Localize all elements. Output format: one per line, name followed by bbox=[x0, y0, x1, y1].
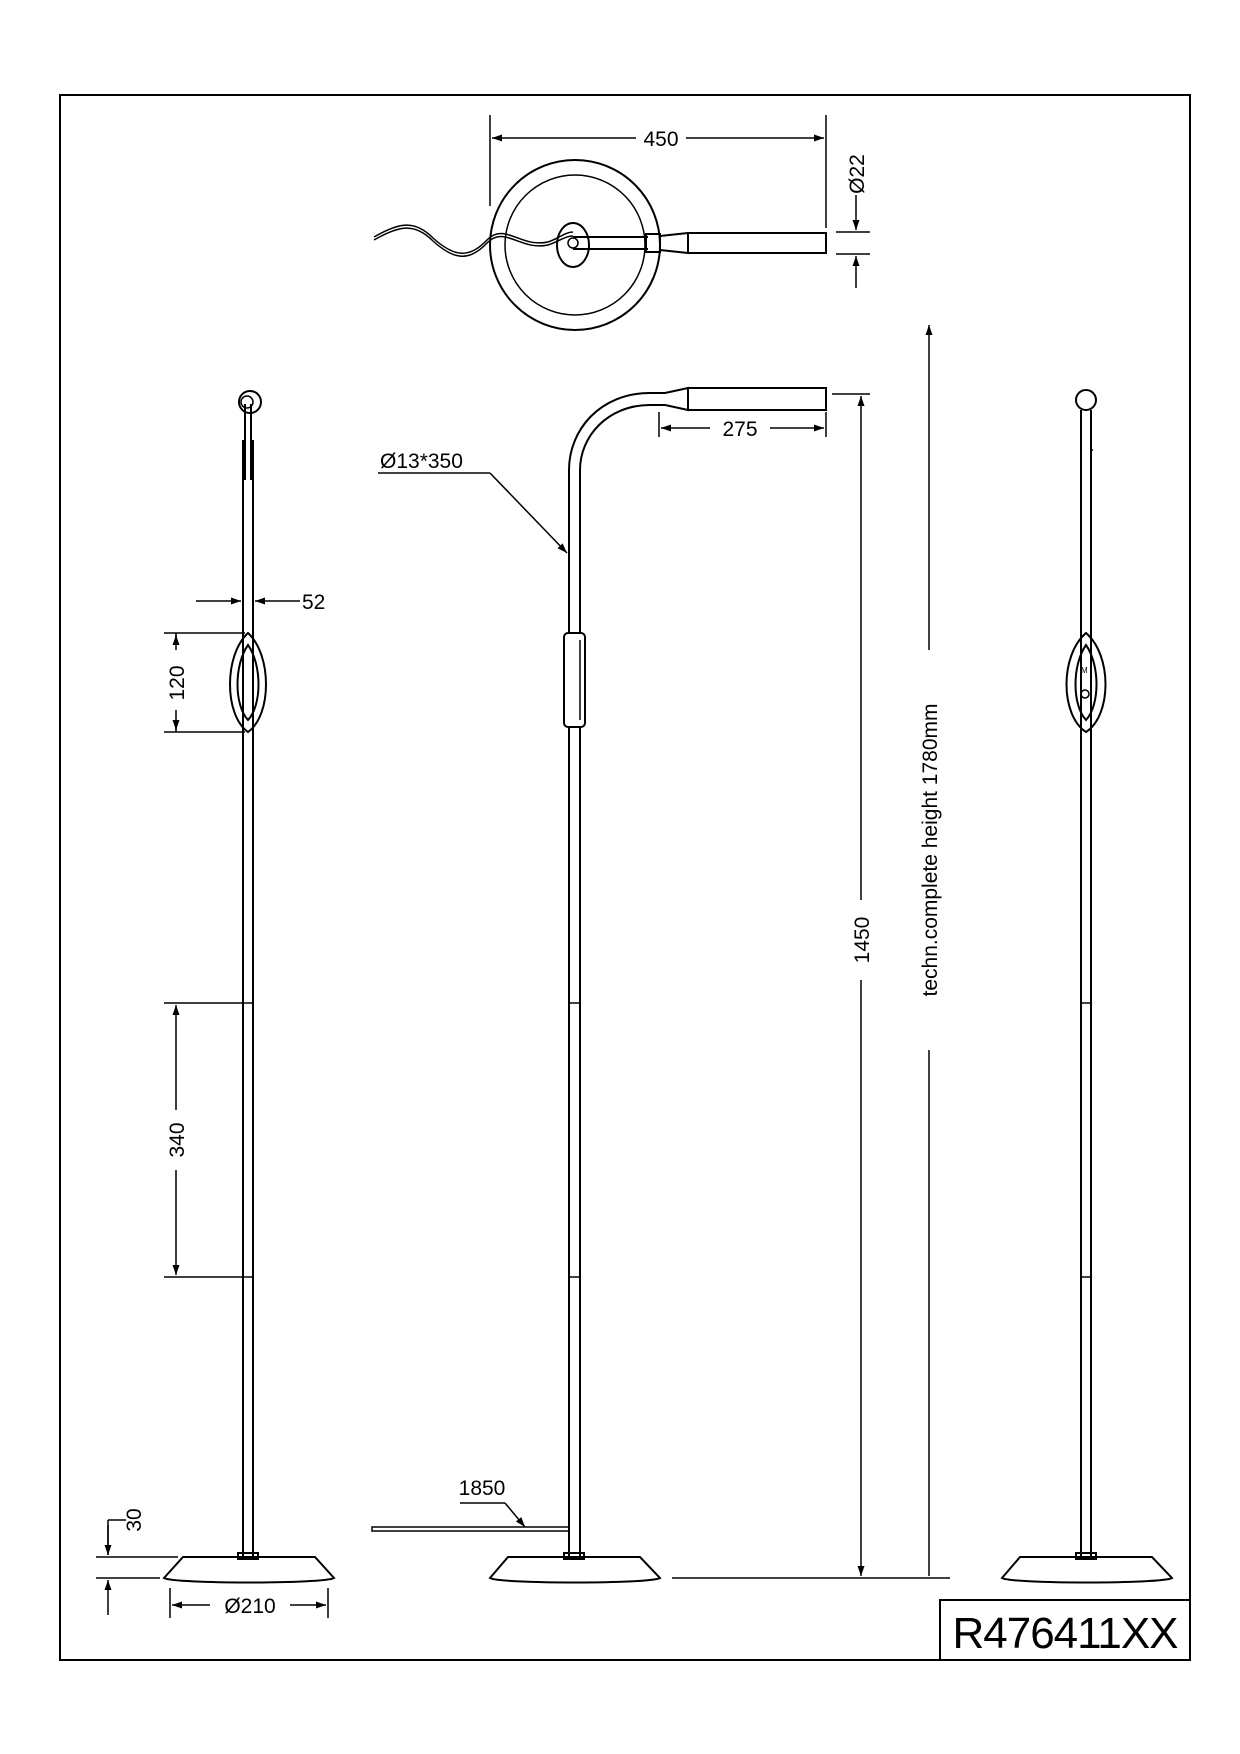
switch-housing-front bbox=[1065, 631, 1107, 734]
dim-base-diameter: Ø210 bbox=[224, 1595, 275, 1618]
switch-housing-left bbox=[229, 631, 267, 734]
side-view: Ø13*350 1850 275 1450 techn.complete hei… bbox=[371, 325, 950, 1584]
dim-switch-width: 52 bbox=[302, 591, 325, 614]
dim-arm-length: 275 bbox=[722, 418, 757, 441]
dim-gooseneck: Ø13*350 bbox=[380, 450, 463, 473]
switch-housing-side bbox=[563, 632, 586, 728]
dim-segment-length: 340 bbox=[166, 1122, 189, 1157]
dim-base-height: 30 bbox=[123, 1508, 146, 1531]
dim-cable-length: 1850 bbox=[459, 1477, 506, 1500]
product-code: R476411XX bbox=[952, 1609, 1178, 1658]
lamp-head-top bbox=[687, 232, 827, 254]
power-button-icon bbox=[1080, 689, 1090, 699]
title-block: R476411XX bbox=[939, 1599, 1191, 1661]
base-left bbox=[162, 1556, 336, 1584]
lamp-head-side bbox=[687, 387, 827, 411]
left-view: 52 120 340 30 Ø210 bbox=[96, 390, 336, 1618]
drawing-frame bbox=[59, 94, 1191, 1661]
dim-diameter-head: Ø22 bbox=[846, 154, 869, 194]
cable-side bbox=[371, 1526, 570, 1532]
top-view: 450 Ø22 bbox=[373, 115, 870, 331]
dim-switch-height: 120 bbox=[166, 665, 189, 700]
base-side bbox=[488, 1556, 662, 1584]
dim-complete-height: techn.complete height 1780mm bbox=[919, 703, 942, 996]
mode-button-icon: M bbox=[1081, 666, 1088, 675]
gooseneck bbox=[568, 392, 651, 633]
dim-width-top: 450 bbox=[643, 128, 678, 151]
power-cable bbox=[373, 224, 574, 254]
dim-lamp-height: 1450 bbox=[851, 917, 874, 964]
base-front bbox=[1000, 1556, 1174, 1584]
front-view: M bbox=[1000, 389, 1174, 1584]
